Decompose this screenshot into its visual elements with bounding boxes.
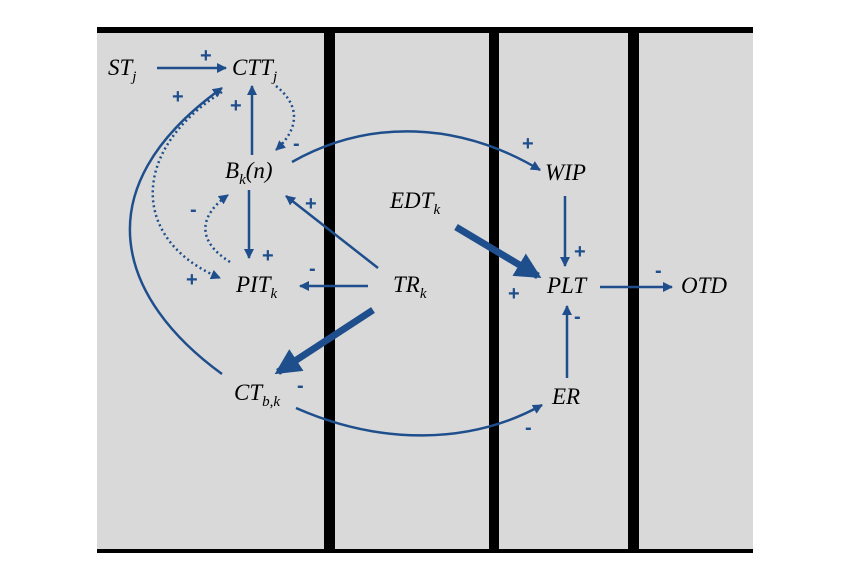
top-border bbox=[97, 27, 753, 33]
node-plt: PLT bbox=[546, 273, 588, 298]
link-ct-ctt bbox=[128, 86, 223, 376]
node-pit: PITk bbox=[235, 272, 278, 302]
bottom-border bbox=[97, 549, 753, 553]
sign-plt-otd: - bbox=[655, 260, 662, 282]
link-tr-bk bbox=[285, 195, 379, 269]
sign-bk-wip: + bbox=[522, 133, 534, 155]
link-edt-plt bbox=[454, 223, 542, 280]
panel-background bbox=[97, 30, 753, 552]
panel-2 bbox=[335, 30, 490, 552]
divider-2 bbox=[489, 27, 499, 553]
divider-3 bbox=[628, 27, 639, 553]
link-bk-wip bbox=[291, 130, 541, 172]
link-ctt-bk bbox=[275, 85, 296, 151]
link-tr-ct bbox=[274, 307, 375, 375]
node-st: STj bbox=[108, 55, 136, 85]
sign-tr-pit: - bbox=[309, 258, 316, 280]
panel-4 bbox=[638, 30, 753, 552]
nodes: STj CTTj Bk(n) WIP EDTk PITk TRk PLT OTD… bbox=[108, 55, 727, 410]
panel-3 bbox=[498, 30, 628, 552]
divider-1 bbox=[324, 27, 335, 553]
link-pit-bk bbox=[204, 193, 231, 264]
node-edt: EDTk bbox=[389, 188, 440, 218]
node-bk: Bk(n) bbox=[225, 158, 273, 188]
sign-tr-bk: + bbox=[305, 193, 317, 215]
sign-tr-ct: - bbox=[297, 375, 304, 397]
node-ctt: CTTj bbox=[232, 55, 277, 85]
sign-er-plt: - bbox=[574, 306, 581, 328]
panel-borders bbox=[97, 27, 753, 553]
node-er: ER bbox=[551, 384, 580, 409]
link-ct-er bbox=[295, 403, 543, 437]
sign-ctt-bk: - bbox=[293, 133, 300, 155]
sign-wip-plt: + bbox=[574, 241, 586, 263]
sign-st-ctt: + bbox=[200, 45, 212, 67]
sign-edt-plt: + bbox=[508, 283, 520, 305]
node-wip: WIP bbox=[545, 160, 586, 185]
sign-bk-ctt: + bbox=[230, 95, 242, 117]
panel-1 bbox=[97, 30, 327, 552]
sign-pit-bk: - bbox=[190, 199, 197, 221]
node-otd: OTD bbox=[681, 273, 727, 298]
sign-ct-er: - bbox=[525, 417, 532, 439]
sign-ct-ctt: + bbox=[172, 86, 184, 108]
node-tr: TRk bbox=[393, 272, 427, 302]
sign-ctt-pit: + bbox=[186, 269, 198, 291]
sign-bk-pit: + bbox=[262, 245, 274, 267]
links bbox=[128, 63, 673, 437]
polarity-signs: + + + - + + - + + - - + + - - - bbox=[172, 45, 662, 439]
node-ct: CTb,k bbox=[234, 380, 280, 410]
